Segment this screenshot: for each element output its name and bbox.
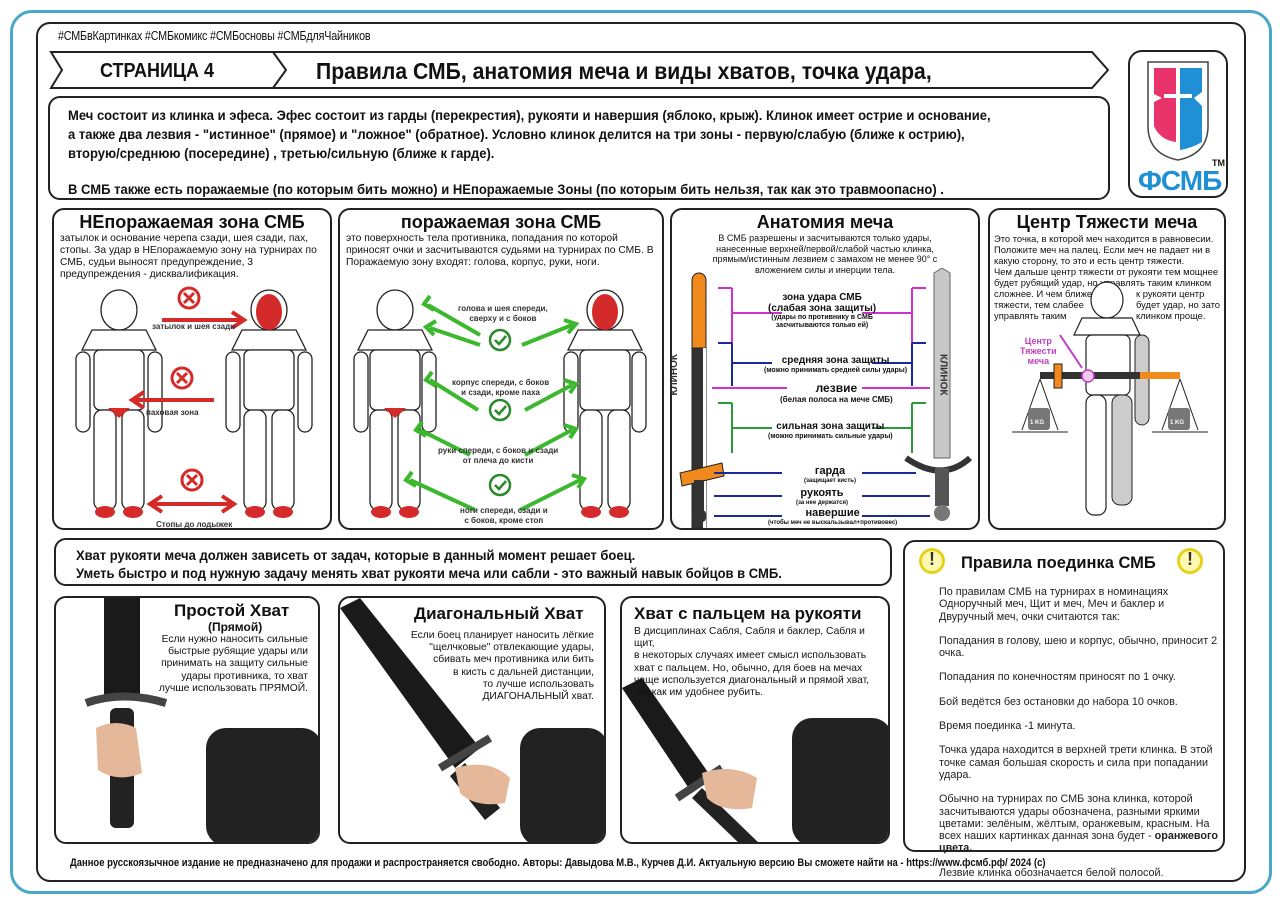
target-zone-figures bbox=[353, 289, 647, 518]
grip-message-line: Уметь быстро и под нужную задачу менять … bbox=[76, 565, 782, 581]
zone-label: Стопы до лодыжек bbox=[156, 520, 233, 529]
simple-grip-photo bbox=[84, 598, 318, 842]
rules-text: По правилам СМБ на турнирах в номинациях… bbox=[939, 586, 1218, 879]
weight-label: 1 KG bbox=[1170, 420, 1185, 426]
title-banner bbox=[48, 50, 1110, 90]
weight-icon bbox=[1168, 408, 1190, 430]
strike-zone-label: зона удара СМБ (слабая зона защиты) (уда… bbox=[768, 292, 877, 329]
diagonal-grip-panel: Диагональный Хват Если боец планирует на… bbox=[338, 596, 606, 844]
warning-icon bbox=[1177, 548, 1203, 574]
center-of-gravity-panel: Центр Тяжести меча Это точка, в которой … bbox=[988, 208, 1226, 530]
forbidden-x-icon bbox=[170, 286, 204, 492]
panel-title: Центр Тяжести меча bbox=[1016, 212, 1198, 232]
outer-frame bbox=[10, 10, 1272, 894]
shield-icon bbox=[1147, 61, 1209, 161]
page-label: СТРАНИЦА 4 bbox=[100, 60, 215, 82]
intro-note: В СМБ также есть поражаемые (по которым … bbox=[68, 181, 944, 197]
grip-label: рукоять (за нее держатся) bbox=[796, 487, 848, 507]
forbidden-zone-head bbox=[256, 294, 282, 330]
panel-description: В СМБ разрешены и засчитываются только у… bbox=[712, 233, 938, 275]
title-banner-shape bbox=[49, 51, 1110, 89]
page-title: Правила СМБ, анатомия меча и виды хватов… bbox=[316, 58, 932, 84]
cog-point bbox=[1081, 369, 1095, 383]
zone-label: затылок и шея сзади bbox=[152, 322, 236, 331]
grip-subtitle: (Прямой) bbox=[208, 620, 263, 634]
rules-title: Правила поединка СМБ bbox=[961, 554, 1156, 572]
non-target-zone-panel: НЕпоражаемая зона СМБ затылок и основани… bbox=[52, 208, 332, 530]
grip-description: Если боец планирует наносить лёгкие"щелч… bbox=[410, 630, 594, 703]
grip-title: Хват с пальцем на рукояти bbox=[634, 604, 862, 623]
non-target-zone-figures bbox=[75, 286, 313, 518]
grip-message-line: Хват рукояти меча должен зависеть от зад… bbox=[76, 547, 636, 563]
sword-anatomy-panel: Анатомия меча В СМБ разрешены и засчитыв… bbox=[668, 208, 980, 530]
sword-anatomy-diagram bbox=[679, 268, 972, 528]
target-zone-panel: поражаемая зона СМБ это поверхность тела… bbox=[338, 208, 664, 530]
warning-icon bbox=[919, 548, 945, 574]
grip-title: Простой Хват bbox=[174, 601, 290, 620]
grip-description: В дисциплинах Сабля, Сабля и баклер, Саб… bbox=[634, 626, 870, 699]
logo-text: ФСМБ bbox=[1138, 165, 1222, 196]
weight-label: 1 KG bbox=[1030, 420, 1045, 426]
edge-label: лезвие (белая полоса на мече СМБ) bbox=[780, 381, 893, 405]
trademark: TM bbox=[1212, 158, 1225, 168]
finger-grip-panel: Хват с пальцем на рукояти В дисциплинах … bbox=[620, 596, 890, 844]
panel-description: это поверхность тела противника, попадан… bbox=[346, 233, 654, 268]
intro-line: а также два лезвия - "истинное" (прямое)… bbox=[68, 126, 965, 142]
blade-label-right: КЛИНОК bbox=[937, 354, 949, 396]
cog-label: Центр Тяжести меча bbox=[1020, 336, 1057, 366]
zone-label: паховая зона bbox=[146, 408, 199, 417]
mid-zone-label: средняя зона защиты (можно принимать сре… bbox=[764, 355, 908, 375]
inner-frame bbox=[36, 22, 1246, 882]
fsmb-logo bbox=[1128, 50, 1228, 198]
intro-box: Меч состоит из клинка и эфеса. Эфес сост… bbox=[48, 96, 1110, 200]
hashtags: #СМБвКартинках #СМБкомикс #СМБосновы #СМ… bbox=[58, 29, 371, 43]
simple-grip-panel: Простой Хват (Прямой) Если нужно наносит… bbox=[54, 596, 320, 844]
panel-title: поражаемая зона СМБ bbox=[400, 212, 602, 232]
guard-shape bbox=[679, 462, 725, 487]
duel-rules-panel: Правила поединка СМБ По правилам СМБ на … bbox=[903, 540, 1225, 879]
intro-line: вторую/среднюю (посередине) , третью/сил… bbox=[68, 145, 495, 161]
diagonal-grip-photo bbox=[340, 598, 604, 842]
finger-grip-photo bbox=[622, 678, 888, 842]
panel-title: НЕпоражаемая зона СМБ bbox=[79, 212, 305, 232]
grip-title: Диагональный Хват bbox=[414, 604, 584, 623]
grip-message-box: Хват рукояти меча должен зависеть от зад… bbox=[54, 538, 892, 586]
balance-illustration bbox=[1012, 281, 1208, 516]
pommel-label: навершие (чтобы меч не выскальзывал+прот… bbox=[768, 507, 898, 527]
strong-zone-label: сильная зона защиты (можно принимать сил… bbox=[768, 421, 893, 441]
guard-label: гарда (защищает кисть) bbox=[804, 465, 856, 485]
panel-title: Анатомия меча bbox=[756, 212, 894, 232]
weight-icon bbox=[1028, 408, 1050, 430]
zone-label: голова и шея спереди,сверху и с боков bbox=[458, 304, 548, 323]
check-icon bbox=[488, 328, 512, 497]
allowed-arrows bbox=[403, 294, 588, 512]
panel-description: затылок и основание черепа сзади, шея сз… bbox=[60, 233, 317, 280]
blade-label-left: КЛИНОК bbox=[668, 354, 680, 396]
footer-credits: Данное русскоязычное издание не предназн… bbox=[70, 857, 1046, 869]
intro-line: Меч состоит из клинка и эфеса. Эфес сост… bbox=[68, 107, 991, 123]
forbidden-zone-groin bbox=[108, 408, 130, 418]
